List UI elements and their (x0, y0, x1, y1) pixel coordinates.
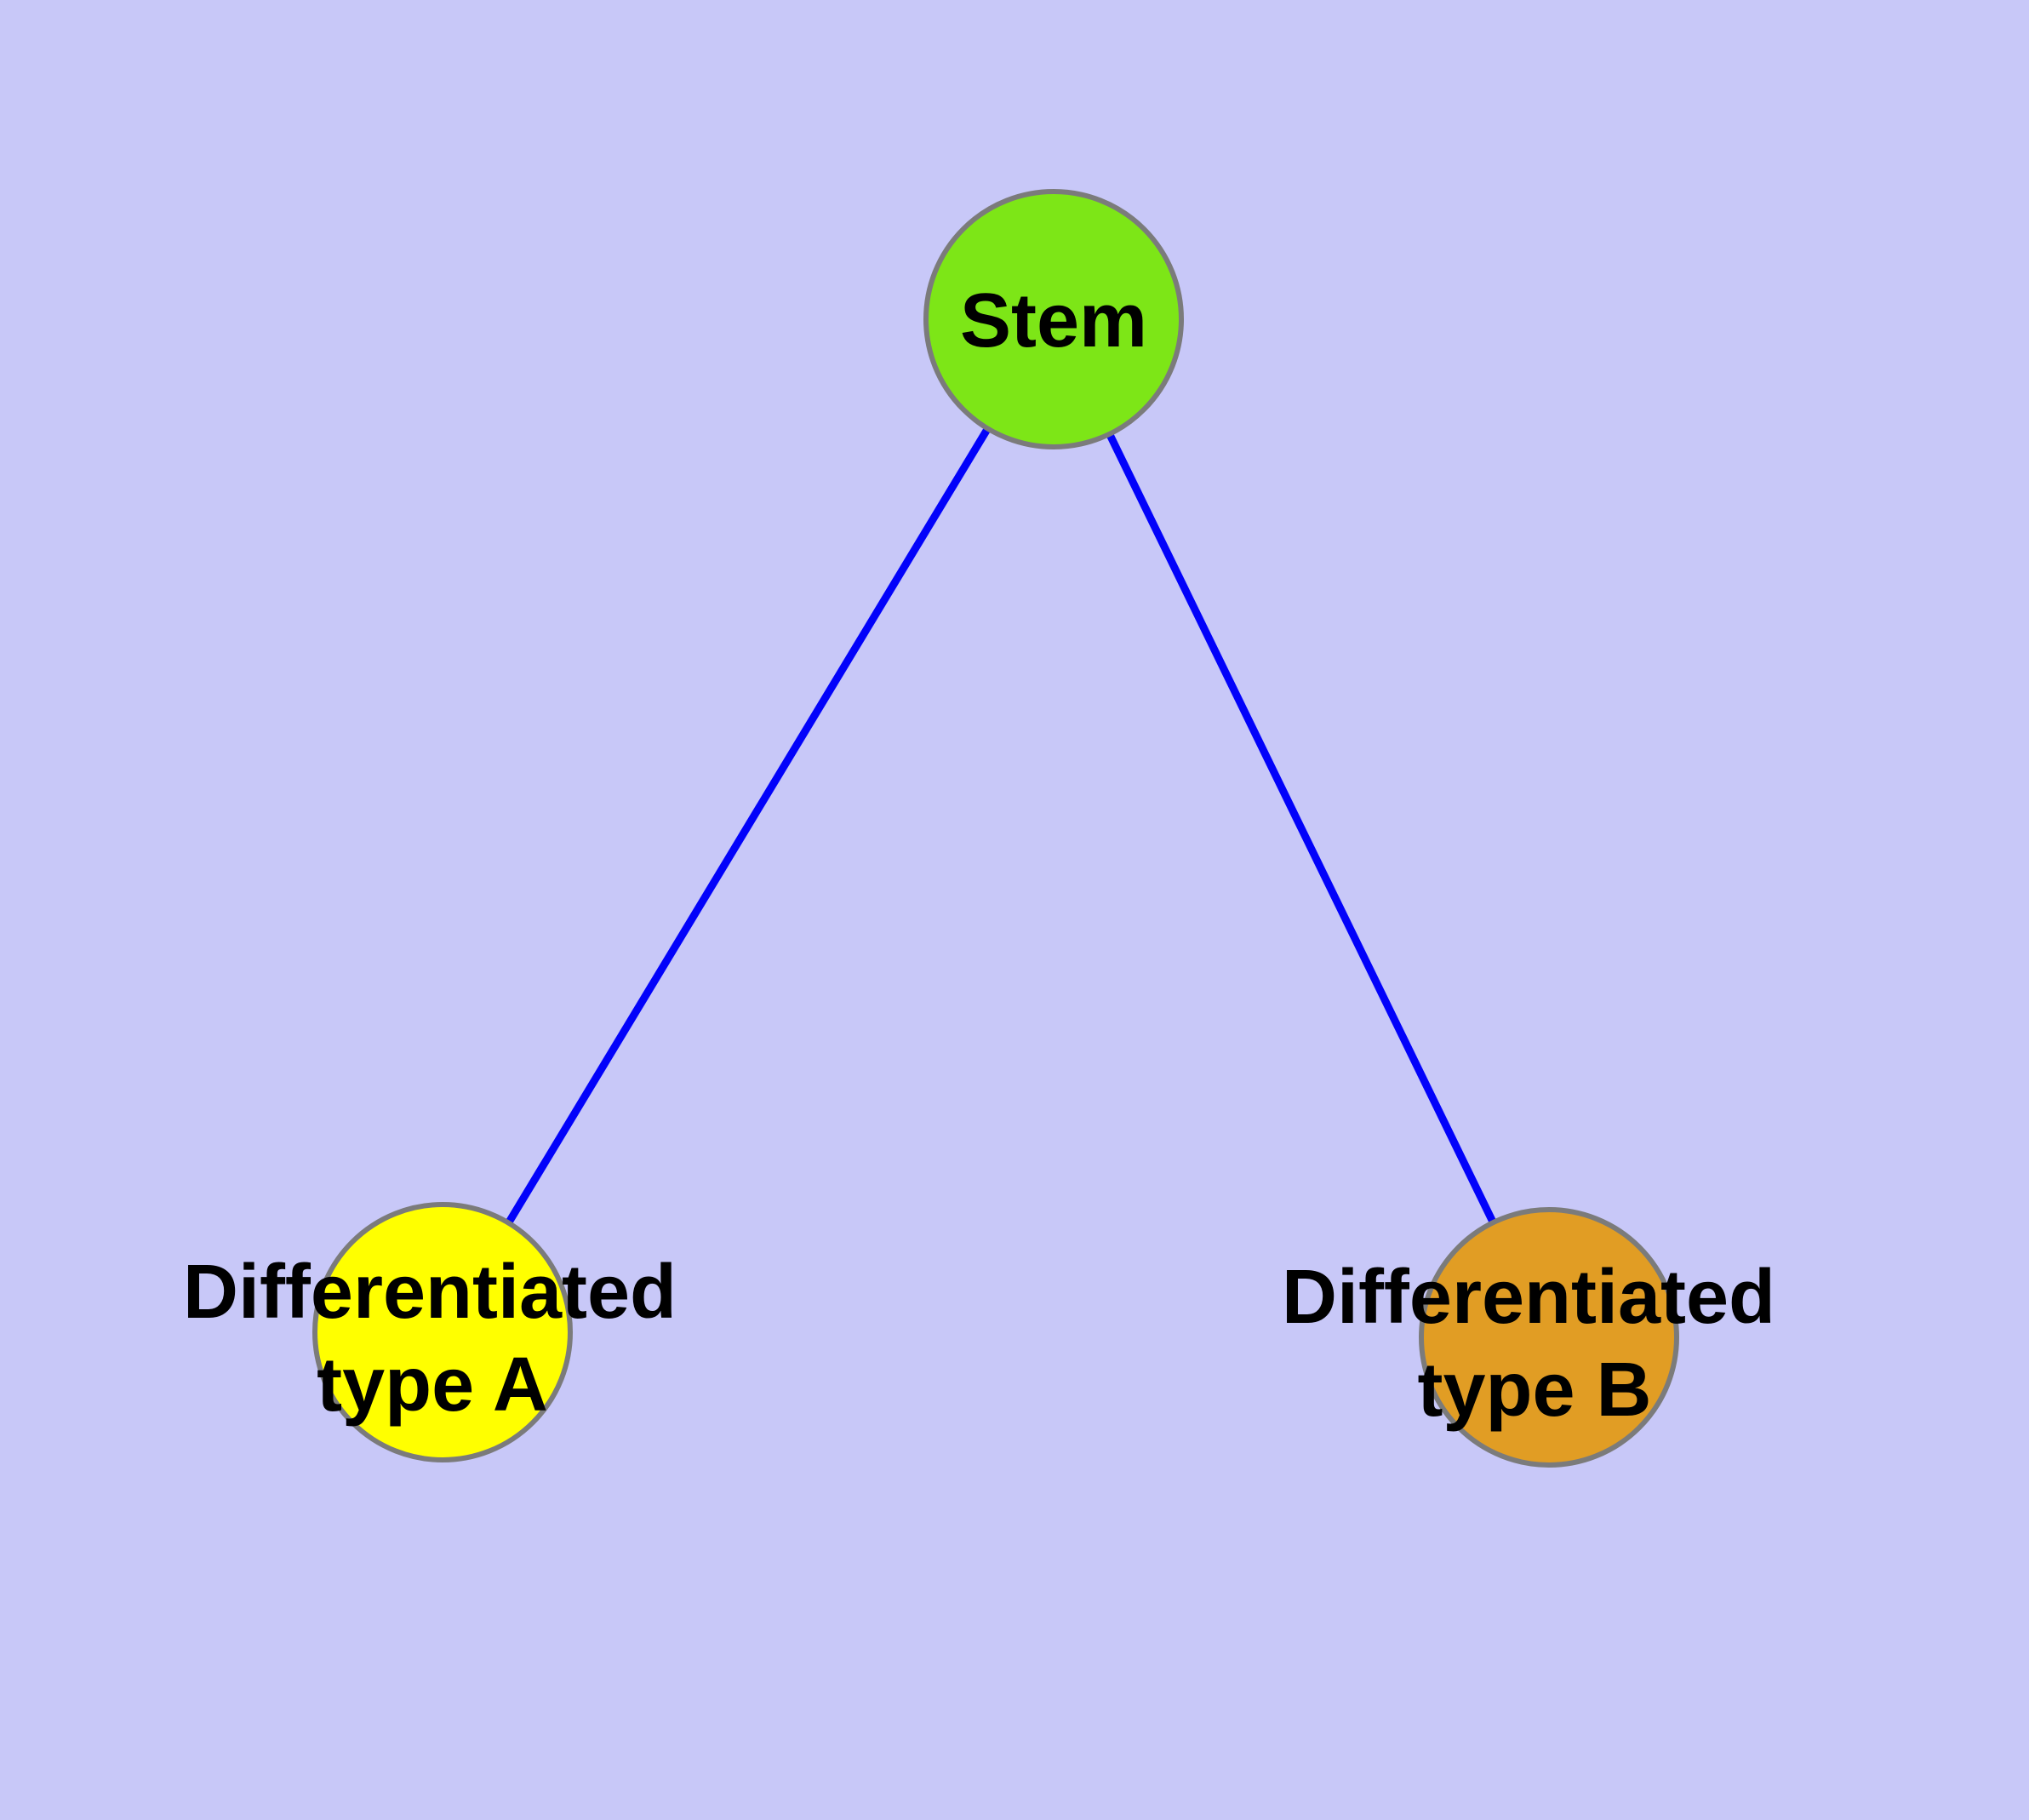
edge-stem-to-differentiated-type-a (439, 317, 1057, 1335)
edge-stem-to-differentiated-type-b (1049, 318, 1553, 1339)
node-stem-label: Stem (960, 278, 1147, 363)
node-differentiated-type-a (312, 1202, 573, 1462)
node-differentiated-type-b-label-line2: type B (1417, 1348, 1651, 1433)
node-differentiated-type-b (1419, 1207, 1679, 1468)
node-differentiated-type-a-label-line2: type A (317, 1342, 548, 1428)
node-differentiated-type-a-label-line1: Differentiated (183, 1250, 677, 1335)
node-differentiated-type-b-label-line1: Differentiated (1282, 1255, 1775, 1340)
node-stem (923, 189, 1184, 449)
